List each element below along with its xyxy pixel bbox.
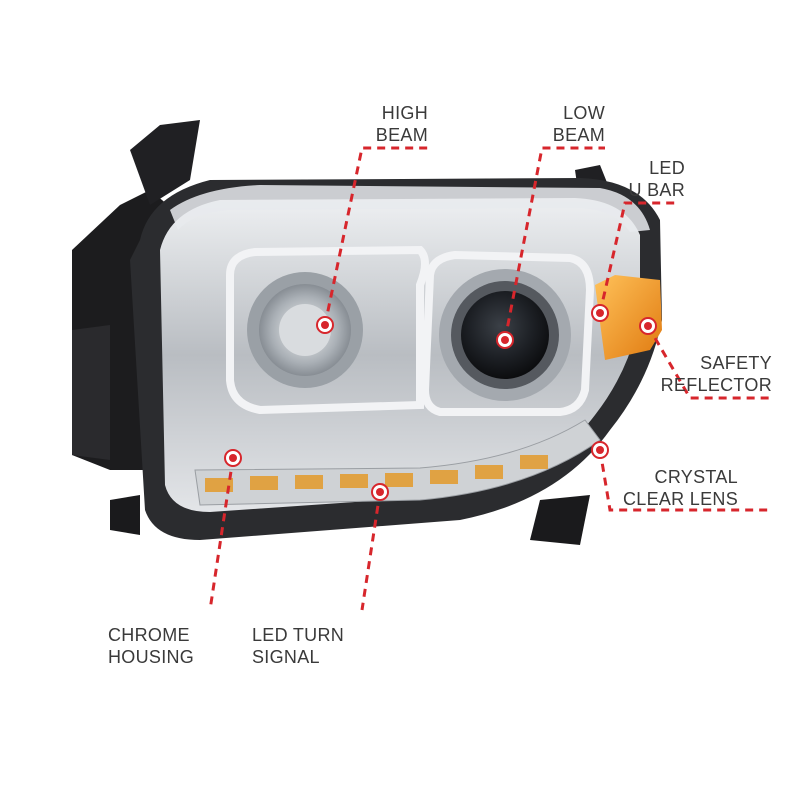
label-line: HOUSING	[108, 647, 195, 667]
label-line: LOW	[563, 103, 605, 123]
high-beam-projector	[247, 272, 363, 388]
led-u-bar-left	[226, 245, 429, 415]
label-line: SIGNAL	[252, 647, 320, 667]
callout-lines	[208, 146, 772, 611]
callout-line-led-u-bar	[598, 201, 680, 314]
label-line: LED	[649, 158, 685, 178]
callout-line-high-beam	[323, 146, 428, 326]
label-safety-reflector: SAFETY REFLECTOR	[640, 352, 772, 396]
label-led-turn-signal: LED TURN SIGNAL	[252, 624, 372, 668]
label-chrome-housing: CHROME HOUSING	[108, 624, 218, 668]
label-line: CLEAR LENS	[622, 489, 738, 509]
label-line: REFLECTOR	[660, 375, 772, 395]
label-low-beam: LOW BEAM	[520, 102, 605, 146]
label-line: HIGH	[381, 103, 428, 123]
label-line: BEAM	[552, 125, 605, 145]
label-led-u-bar: LED U BAR	[600, 157, 685, 201]
label-line: U BAR	[628, 180, 685, 200]
label-line: SAFETY	[700, 353, 772, 373]
amber-reflector	[595, 275, 662, 360]
label-line: LED TURN	[252, 625, 345, 645]
label-line: BEAM	[375, 125, 428, 145]
callout-dots	[224, 304, 657, 501]
clear-lens	[170, 185, 650, 232]
label-line: CRYSTAL	[654, 467, 738, 487]
callout-line-led-turn-signal	[360, 491, 382, 611]
label-crystal-clear-lens: CRYSTAL CLEAR LENS	[620, 466, 738, 510]
callout-line-chrome-housing	[208, 457, 235, 611]
turn-signal-leds	[205, 455, 548, 492]
led-u-bar-right	[420, 250, 595, 416]
label-high-beam: HIGH BEAM	[340, 102, 428, 146]
label-line: CHROME	[108, 625, 190, 645]
callout-line-crystal-clear-lens	[598, 449, 772, 512]
